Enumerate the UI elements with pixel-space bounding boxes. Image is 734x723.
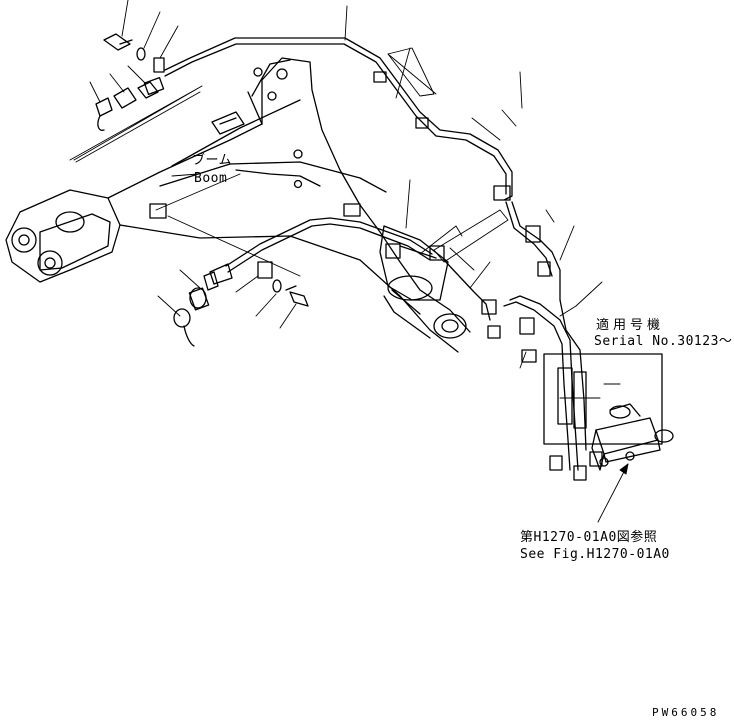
serial-box (543, 353, 663, 445)
boom-label-jp: ブーム (192, 153, 233, 168)
loose-parts-upper (95, 33, 165, 131)
leader-lines (69, 0, 629, 523)
boom-body (5, 57, 471, 353)
lower-hydraulic-line (203, 217, 501, 339)
valve-block (589, 403, 674, 471)
reference-label-en: See Fig.H1270-01A0 (520, 547, 670, 562)
drawing-code: PW66058 (652, 706, 720, 719)
right-hoses (503, 295, 587, 481)
reference-label-jp: 第H1270-01A0図参照 (520, 530, 658, 545)
upper-hydraulic-line (143, 37, 561, 301)
serial-label-jp: 適用号機 (596, 318, 665, 333)
boom-label-en: Boom (194, 171, 228, 186)
boom-cylinder (379, 225, 449, 301)
loose-parts-lower (149, 203, 401, 347)
serial-label-en: Serial No.30123〜 (594, 334, 733, 349)
